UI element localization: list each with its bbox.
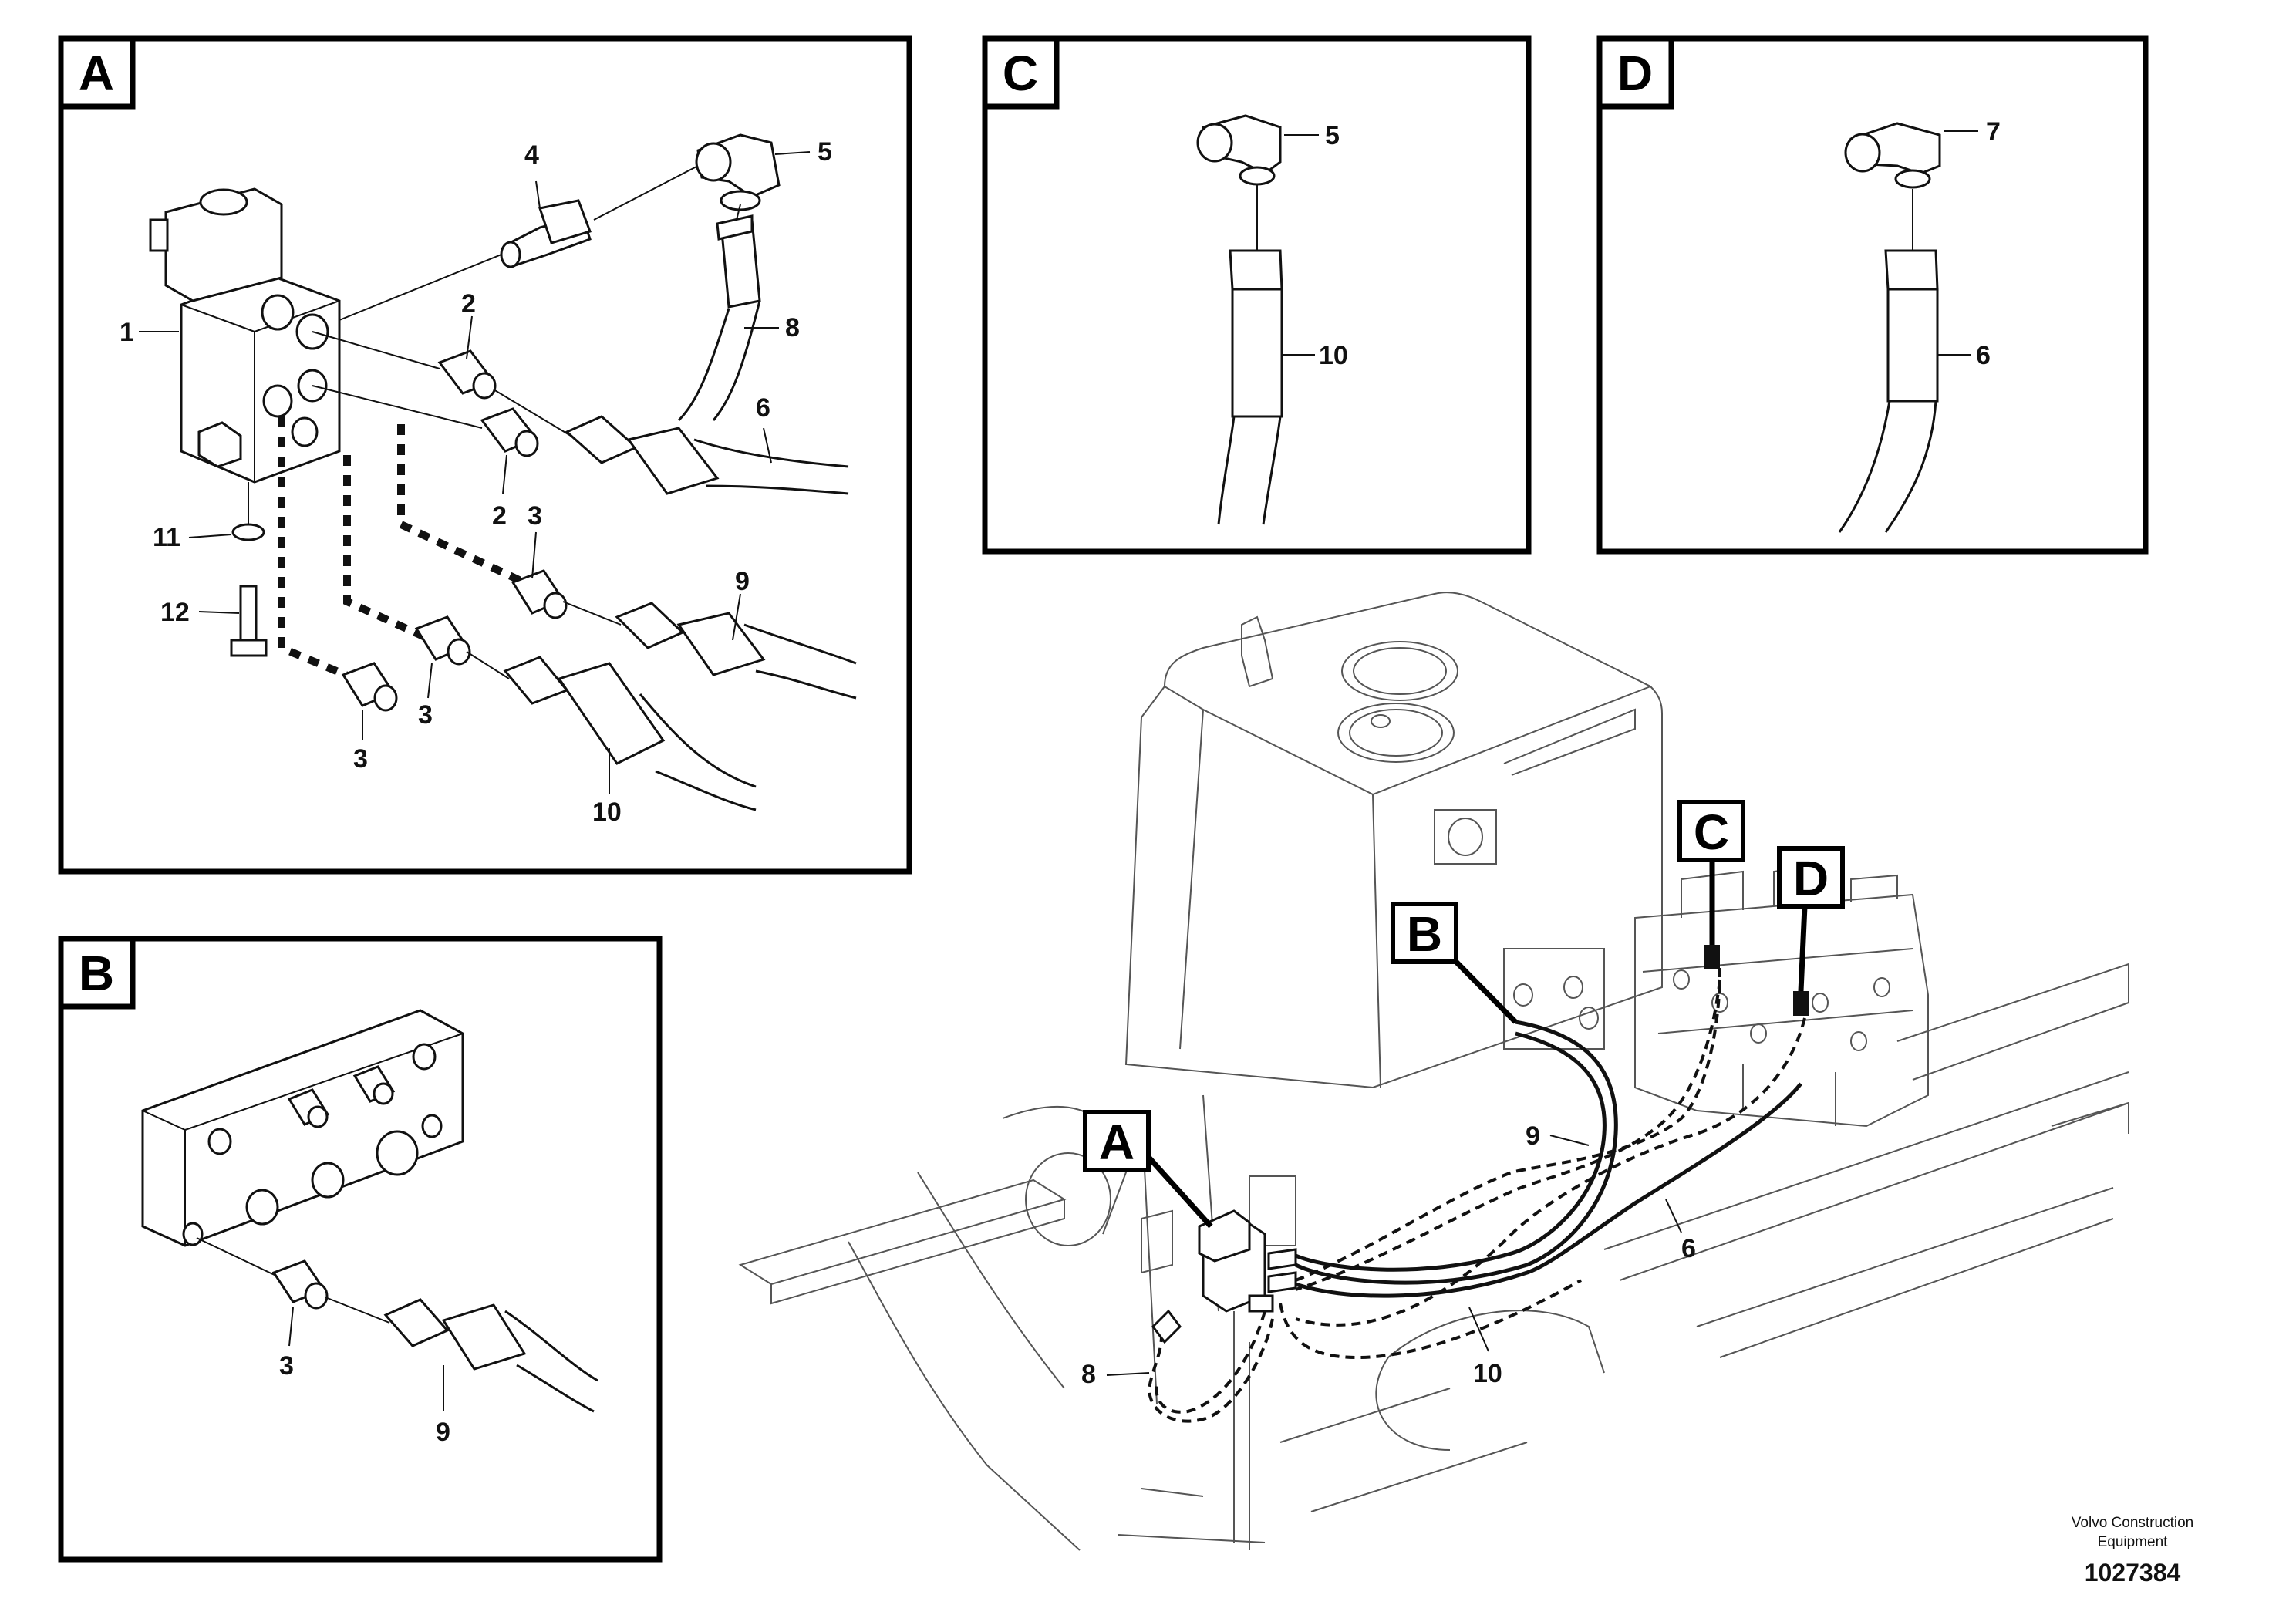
callout-9: 9: [735, 567, 750, 596]
panel-c-letter: C: [1003, 46, 1038, 101]
fitting-3-lower: [341, 662, 398, 712]
detail-panel-c: C 5 10: [982, 35, 1532, 555]
marker-c-label: C: [1694, 804, 1729, 860]
callout-11: 11: [153, 523, 180, 552]
callout-3-upper: 3: [528, 501, 542, 531]
marker-b-label: B: [1407, 906, 1442, 962]
main-callout-9: 9: [1526, 1121, 1540, 1151]
callout-6: 6: [756, 393, 770, 423]
hose-6: [565, 415, 849, 495]
callout-4: 4: [524, 140, 539, 170]
hose-10: [503, 656, 757, 811]
adapter-2-upper: [437, 349, 497, 400]
main-callout-10: 10: [1473, 1359, 1502, 1388]
callout-9: 9: [436, 1418, 450, 1447]
callout-5: 5: [1325, 121, 1340, 150]
callout-10: 10: [592, 798, 622, 827]
detail-panel-d: D 7 6: [1596, 35, 2149, 555]
callout-10: 10: [1319, 341, 1348, 370]
control-valve: [1503, 862, 1929, 1128]
bolt: [239, 585, 258, 642]
solenoid-valve-block: [149, 187, 341, 484]
hose-8: [677, 214, 761, 422]
detail-panel-b: B 3 9: [58, 936, 663, 1563]
machine-frame: [738, 963, 2129, 1551]
hose-10: [1217, 249, 1283, 525]
hose-6: [1838, 249, 1939, 533]
main-assembly-view: A B C D 9 6 8 10: [738, 592, 2129, 1551]
hose-9: [615, 602, 857, 700]
panel-b-letter: B: [79, 946, 114, 1001]
callout-7: 7: [1986, 117, 2001, 147]
callout-8: 8: [785, 313, 800, 342]
detail-panel-a: A: [58, 35, 912, 875]
callout-5: 5: [818, 137, 832, 167]
washer: [231, 523, 265, 541]
callout-3-middle: 3: [418, 700, 433, 730]
credit-line-2: Equipment: [2098, 1534, 2169, 1550]
main-hoses: [1147, 967, 1806, 1423]
panel-a-letter: A: [79, 46, 114, 101]
callout-6: 6: [1976, 341, 1991, 370]
callout-2-lower: 2: [492, 501, 507, 531]
callout-1: 1: [120, 318, 134, 347]
callout-12: 12: [160, 598, 190, 627]
credit-line-1: Volvo Construction: [2072, 1515, 2193, 1531]
main-callout-8: 8: [1081, 1360, 1096, 1389]
marker-c: C: [1677, 800, 1745, 945]
marker-a: A: [1083, 1110, 1213, 1229]
adapter-2-lower: [480, 407, 539, 457]
marker-d: D: [1777, 846, 1845, 992]
panel-d-letter: D: [1617, 46, 1653, 101]
callout-3-lower: 3: [353, 744, 368, 774]
marker-a-label: A: [1099, 1114, 1135, 1170]
mounting-plate: [141, 1009, 464, 1247]
marker-d-label: D: [1793, 851, 1829, 906]
callout-3: 3: [279, 1351, 294, 1381]
fitting-3: [271, 1259, 329, 1310]
marker-b: B: [1391, 902, 1518, 1024]
pressure-switch: [500, 199, 592, 268]
fitting-3-upper: [511, 569, 568, 619]
fitting-3-middle: [414, 615, 471, 666]
elbow-fitting: [695, 133, 781, 211]
hydraulic-tank: [1124, 592, 1663, 1089]
tee-fitting-7: [1844, 122, 1941, 189]
callout-2-upper: 2: [461, 289, 476, 319]
elbow-fitting-5: [1196, 114, 1282, 186]
document-number: 1027384: [2085, 1559, 2181, 1587]
main-callout-6: 6: [1681, 1234, 1696, 1263]
solenoid-valve-main: [1198, 1209, 1297, 1313]
hose-9: [383, 1298, 598, 1413]
